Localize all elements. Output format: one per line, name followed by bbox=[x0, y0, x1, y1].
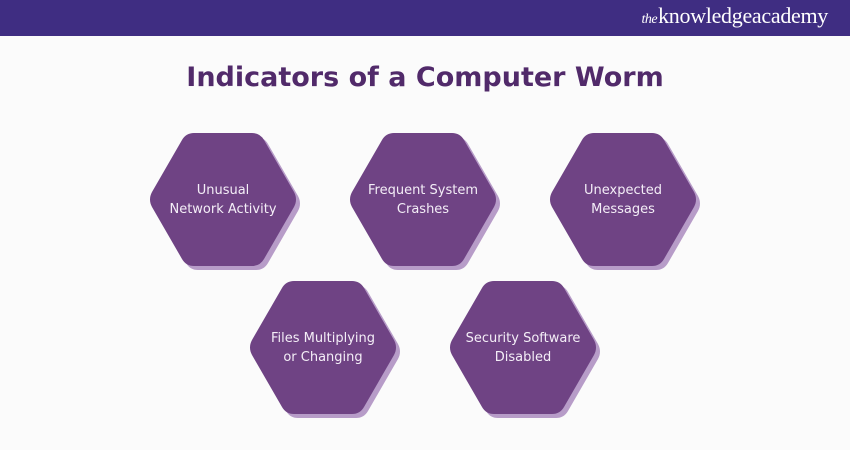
indicator-label: Unusual Network Activity bbox=[169, 182, 277, 217]
indicator-label: Frequent System Crashes bbox=[367, 182, 479, 217]
brand-logo: the knowledgeacademy bbox=[641, 3, 828, 33]
hexagon-shape-icon bbox=[250, 281, 400, 418]
indicator-label: Security Software Disabled bbox=[465, 330, 581, 365]
indicator-hexagon-4: Files Multiplying or Changing bbox=[248, 281, 404, 421]
hexagon-shape-icon bbox=[450, 281, 600, 418]
diagram-title: Indicators of a Computer Worm bbox=[186, 62, 664, 93]
hexagon-shape-icon bbox=[350, 133, 500, 270]
hexagon-shape-icon bbox=[150, 133, 300, 270]
header-bar: the knowledgeacademy bbox=[0, 0, 850, 36]
indicator-hexagon-1: Unusual Network Activity bbox=[148, 133, 304, 273]
indicator-hexagon-2: Frequent System Crashes bbox=[348, 133, 504, 273]
indicator-hexagon-5: Security Software Disabled bbox=[448, 281, 604, 421]
brand-prefix: the bbox=[641, 12, 658, 27]
brand-name: knowledgeacademy bbox=[658, 3, 828, 28]
indicator-label: Unexpected Messages bbox=[584, 182, 662, 217]
indicator-hexagon-3: Unexpected Messages bbox=[548, 133, 704, 273]
indicator-label: Files Multiplying or Changing bbox=[270, 330, 376, 365]
hexagon-shape-icon bbox=[550, 133, 700, 270]
